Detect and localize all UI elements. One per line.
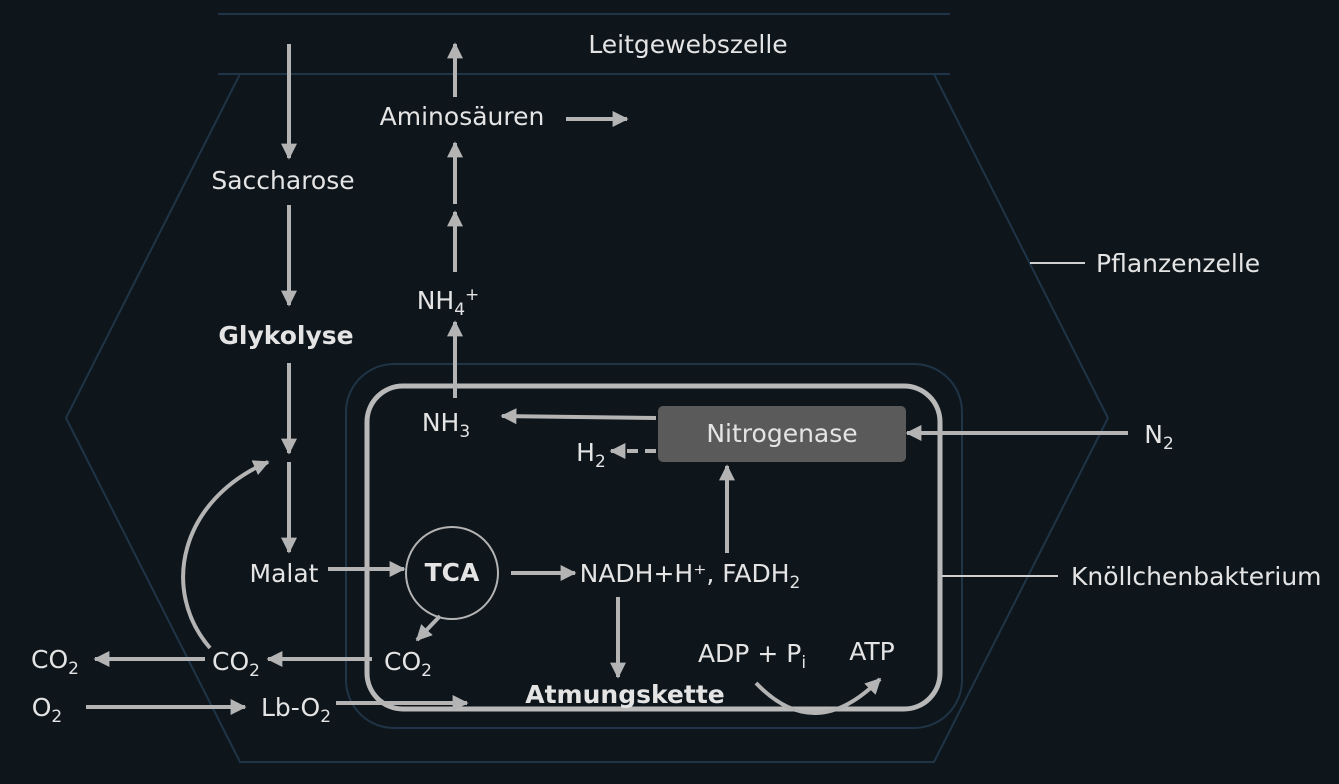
o2-base: O — [31, 693, 52, 722]
atp-label: ATP — [849, 637, 895, 666]
co2-inner-subscript: 2 — [421, 661, 432, 681]
fadh2-subscript: 2 — [789, 573, 801, 593]
n2-label: N2 — [1144, 420, 1174, 459]
knoellchenbakterium-label: Knöllchenbakterium — [1071, 562, 1322, 591]
co2-mid-subscript: 2 — [249, 661, 260, 681]
nh4-base: NH — [416, 286, 455, 315]
nh3-label: NH3 — [422, 408, 470, 447]
co2-out-label: CO2 — [31, 645, 79, 684]
nh3-base: NH — [421, 408, 460, 437]
lb-o2-base: Lb-O — [260, 693, 321, 722]
atmungskette-label: Atmungskette — [525, 680, 725, 709]
nh4-label: NH4+ — [417, 280, 480, 325]
co2-mid-label: CO2 — [212, 647, 260, 686]
h2-label: H2 — [576, 438, 606, 477]
o2-subscript: 2 — [51, 707, 63, 727]
tca-label: TCA — [424, 558, 480, 587]
arrow-nitrogenase-to-nh3 — [500, 408, 657, 425]
n2-subscript: 2 — [1162, 434, 1174, 454]
aminosaeuren-label: Aminosäuren — [379, 102, 545, 131]
adp-text: ADP + P — [697, 639, 802, 668]
glykolyse-label: Glykolyse — [218, 321, 354, 350]
nitrogenase-enzyme-box — [658, 406, 906, 462]
nadh-text: NADH+H⁺, FADH — [579, 559, 790, 588]
nitrogenase-label: Nitrogenase — [706, 419, 858, 448]
arrow-tca-to-co2 — [415, 614, 442, 642]
co2-mid-base: CO — [212, 647, 250, 676]
lb-o2-subscript: 2 — [320, 707, 332, 727]
n2-base: N — [1144, 420, 1163, 449]
h2-subscript: 2 — [594, 452, 606, 472]
co2-out-base: CO — [31, 645, 69, 674]
pi-subscript: i — [801, 653, 807, 673]
h2-base: H — [576, 438, 595, 467]
nh4-subscript: 4 — [454, 300, 466, 320]
nadh-fadh2-label: NADH+H⁺, FADH2 — [580, 559, 801, 598]
o2-label: O2 — [32, 693, 63, 732]
co2-inner-base: CO — [384, 647, 422, 676]
saccharose-label: Saccharose — [211, 166, 355, 195]
nh3-subscript: 3 — [459, 422, 471, 442]
arrow-adp-to-atp-curve — [754, 677, 882, 715]
arrow-co2-recycle-curve — [181, 460, 270, 650]
tca-circle — [405, 526, 499, 620]
lb-o2-label: Lb-O2 — [261, 693, 331, 732]
co2-out-subscript: 2 — [68, 659, 79, 679]
nh4-superscript: + — [465, 285, 480, 305]
leitgewebszelle-label: Leitgewebszelle — [588, 30, 788, 59]
pflanzenzelle-label: Pflanzenzelle — [1096, 249, 1261, 278]
bacterium-outline — [364, 383, 943, 712]
symbiosome-membrane — [345, 363, 963, 729]
plant-cell-outline — [64, 73, 1110, 763]
co2-inner-label: CO2 — [384, 647, 432, 686]
adp-pi-label: ADP + Pi — [698, 639, 806, 678]
malat-label: Malat — [249, 559, 319, 588]
